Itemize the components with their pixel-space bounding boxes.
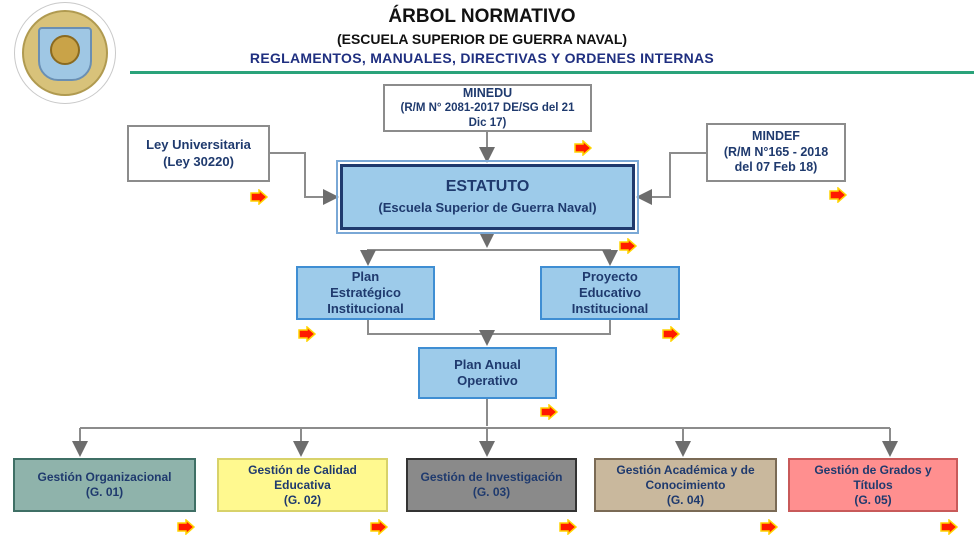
node-pe-line3: Institucional — [571, 301, 649, 317]
page-subtitle-2: REGLAMENTOS, MANUALES, DIRECTIVAS Y ORDE… — [249, 50, 715, 66]
node-estatuto-line2: (Escuela Superior de Guerra Naval) — [378, 200, 597, 216]
node-g04-line2: Conocimiento — [645, 477, 726, 492]
node-pei-line2: Estratégico — [330, 284, 401, 300]
right-arrow-link-icon[interactable] — [829, 187, 847, 203]
right-arrow-link-icon[interactable] — [559, 519, 577, 535]
node-minedu-line2: (R/M N° 2081-2017 DE/SG del 21 — [400, 102, 575, 115]
node-g02-line3: (G. 02) — [283, 492, 322, 507]
node-g04-line3: (G. 04) — [666, 492, 705, 507]
node-plan-estrategico: Plan Estratégico Institucional — [296, 266, 435, 320]
node-mindef-line3: del 07 Feb 18) — [734, 160, 818, 175]
node-minedu: MINEDU (R/M N° 2081-2017 DE/SG del 21 Di… — [383, 84, 592, 132]
right-arrow-link-icon[interactable] — [250, 189, 268, 205]
right-arrow-link-icon[interactable] — [177, 519, 195, 535]
node-g02-line1: Gestión de Calidad — [248, 462, 357, 477]
node-mindef: MINDEF (R/M N°165 - 2018 del 07 Feb 18) — [706, 123, 846, 182]
logo-ring — [14, 2, 116, 104]
right-arrow-link-icon[interactable] — [619, 238, 637, 254]
node-ley-universitaria: Ley Universitaria (Ley 30220) — [127, 125, 270, 182]
node-g01: Gestión Organizacional (G. 01) — [13, 458, 196, 512]
node-pe-line2: Educativo — [578, 284, 642, 300]
right-arrow-link-icon[interactable] — [662, 326, 680, 342]
right-arrow-link-icon[interactable] — [574, 140, 592, 156]
node-g05-line1: Gestión de Grados y — [814, 462, 932, 477]
node-g05-line3: (G. 05) — [854, 492, 892, 507]
node-mindef-title: MINDEF — [752, 129, 800, 144]
node-poa-line2: Operativo — [457, 373, 518, 388]
node-g03: Gestión de Investigación (G. 03) — [406, 458, 577, 512]
node-g05-line2: Títulos — [853, 477, 893, 492]
node-ley-line2: (Ley 30220) — [163, 153, 234, 169]
node-g01-line1: Gestión Organizacional — [37, 470, 172, 484]
node-g05: Gestión de Grados y Títulos (G. 05) — [788, 458, 958, 512]
node-mindef-line2: (R/M N°165 - 2018 — [723, 144, 829, 159]
node-pe-line1: Proyecto — [582, 268, 638, 284]
node-estatuto: ESTATUTO (Escuela Superior de Guerra Nav… — [336, 160, 639, 234]
page-subtitle: (ESCUELA SUPERIOR DE GUERRA NAVAL) — [336, 31, 628, 47]
naval-school-seal-logo — [22, 10, 108, 96]
right-arrow-link-icon[interactable] — [540, 404, 558, 420]
node-g02: Gestión de Calidad Educativa (G. 02) — [217, 458, 388, 512]
node-g03-line2: (G. 03) — [472, 485, 511, 499]
right-arrow-link-icon[interactable] — [940, 519, 958, 535]
right-arrow-link-icon[interactable] — [298, 326, 316, 342]
node-g02-line2: Educativa — [274, 477, 331, 492]
node-proyecto-educativo: Proyecto Educativo Institucional — [540, 266, 680, 320]
node-pei-line1: Plan — [351, 268, 380, 284]
node-g04: Gestión Académica y de Conocimiento (G. … — [594, 458, 777, 512]
node-g04-line1: Gestión Académica y de — [616, 462, 755, 477]
node-estatuto-title: ESTATUTO — [445, 178, 530, 196]
right-arrow-link-icon[interactable] — [370, 519, 388, 535]
logo-emblem — [50, 35, 80, 65]
node-g01-line2: (G. 01) — [85, 485, 124, 499]
node-minedu-title: MINEDU — [462, 85, 513, 100]
node-pei-line3: Institucional — [327, 301, 404, 317]
header-divider — [130, 71, 974, 74]
node-ley-title: Ley Universitaria — [146, 137, 251, 153]
page-title: ÁRBOL NORMATIVO — [388, 6, 576, 27]
right-arrow-link-icon[interactable] — [760, 519, 778, 535]
node-g03-line1: Gestión de Investigación — [420, 470, 563, 484]
node-minedu-line3: Dic 17) — [468, 116, 507, 129]
node-plan-anual-operativo: Plan Anual Operativo — [418, 347, 557, 399]
node-poa-line1: Plan Anual — [454, 356, 521, 372]
